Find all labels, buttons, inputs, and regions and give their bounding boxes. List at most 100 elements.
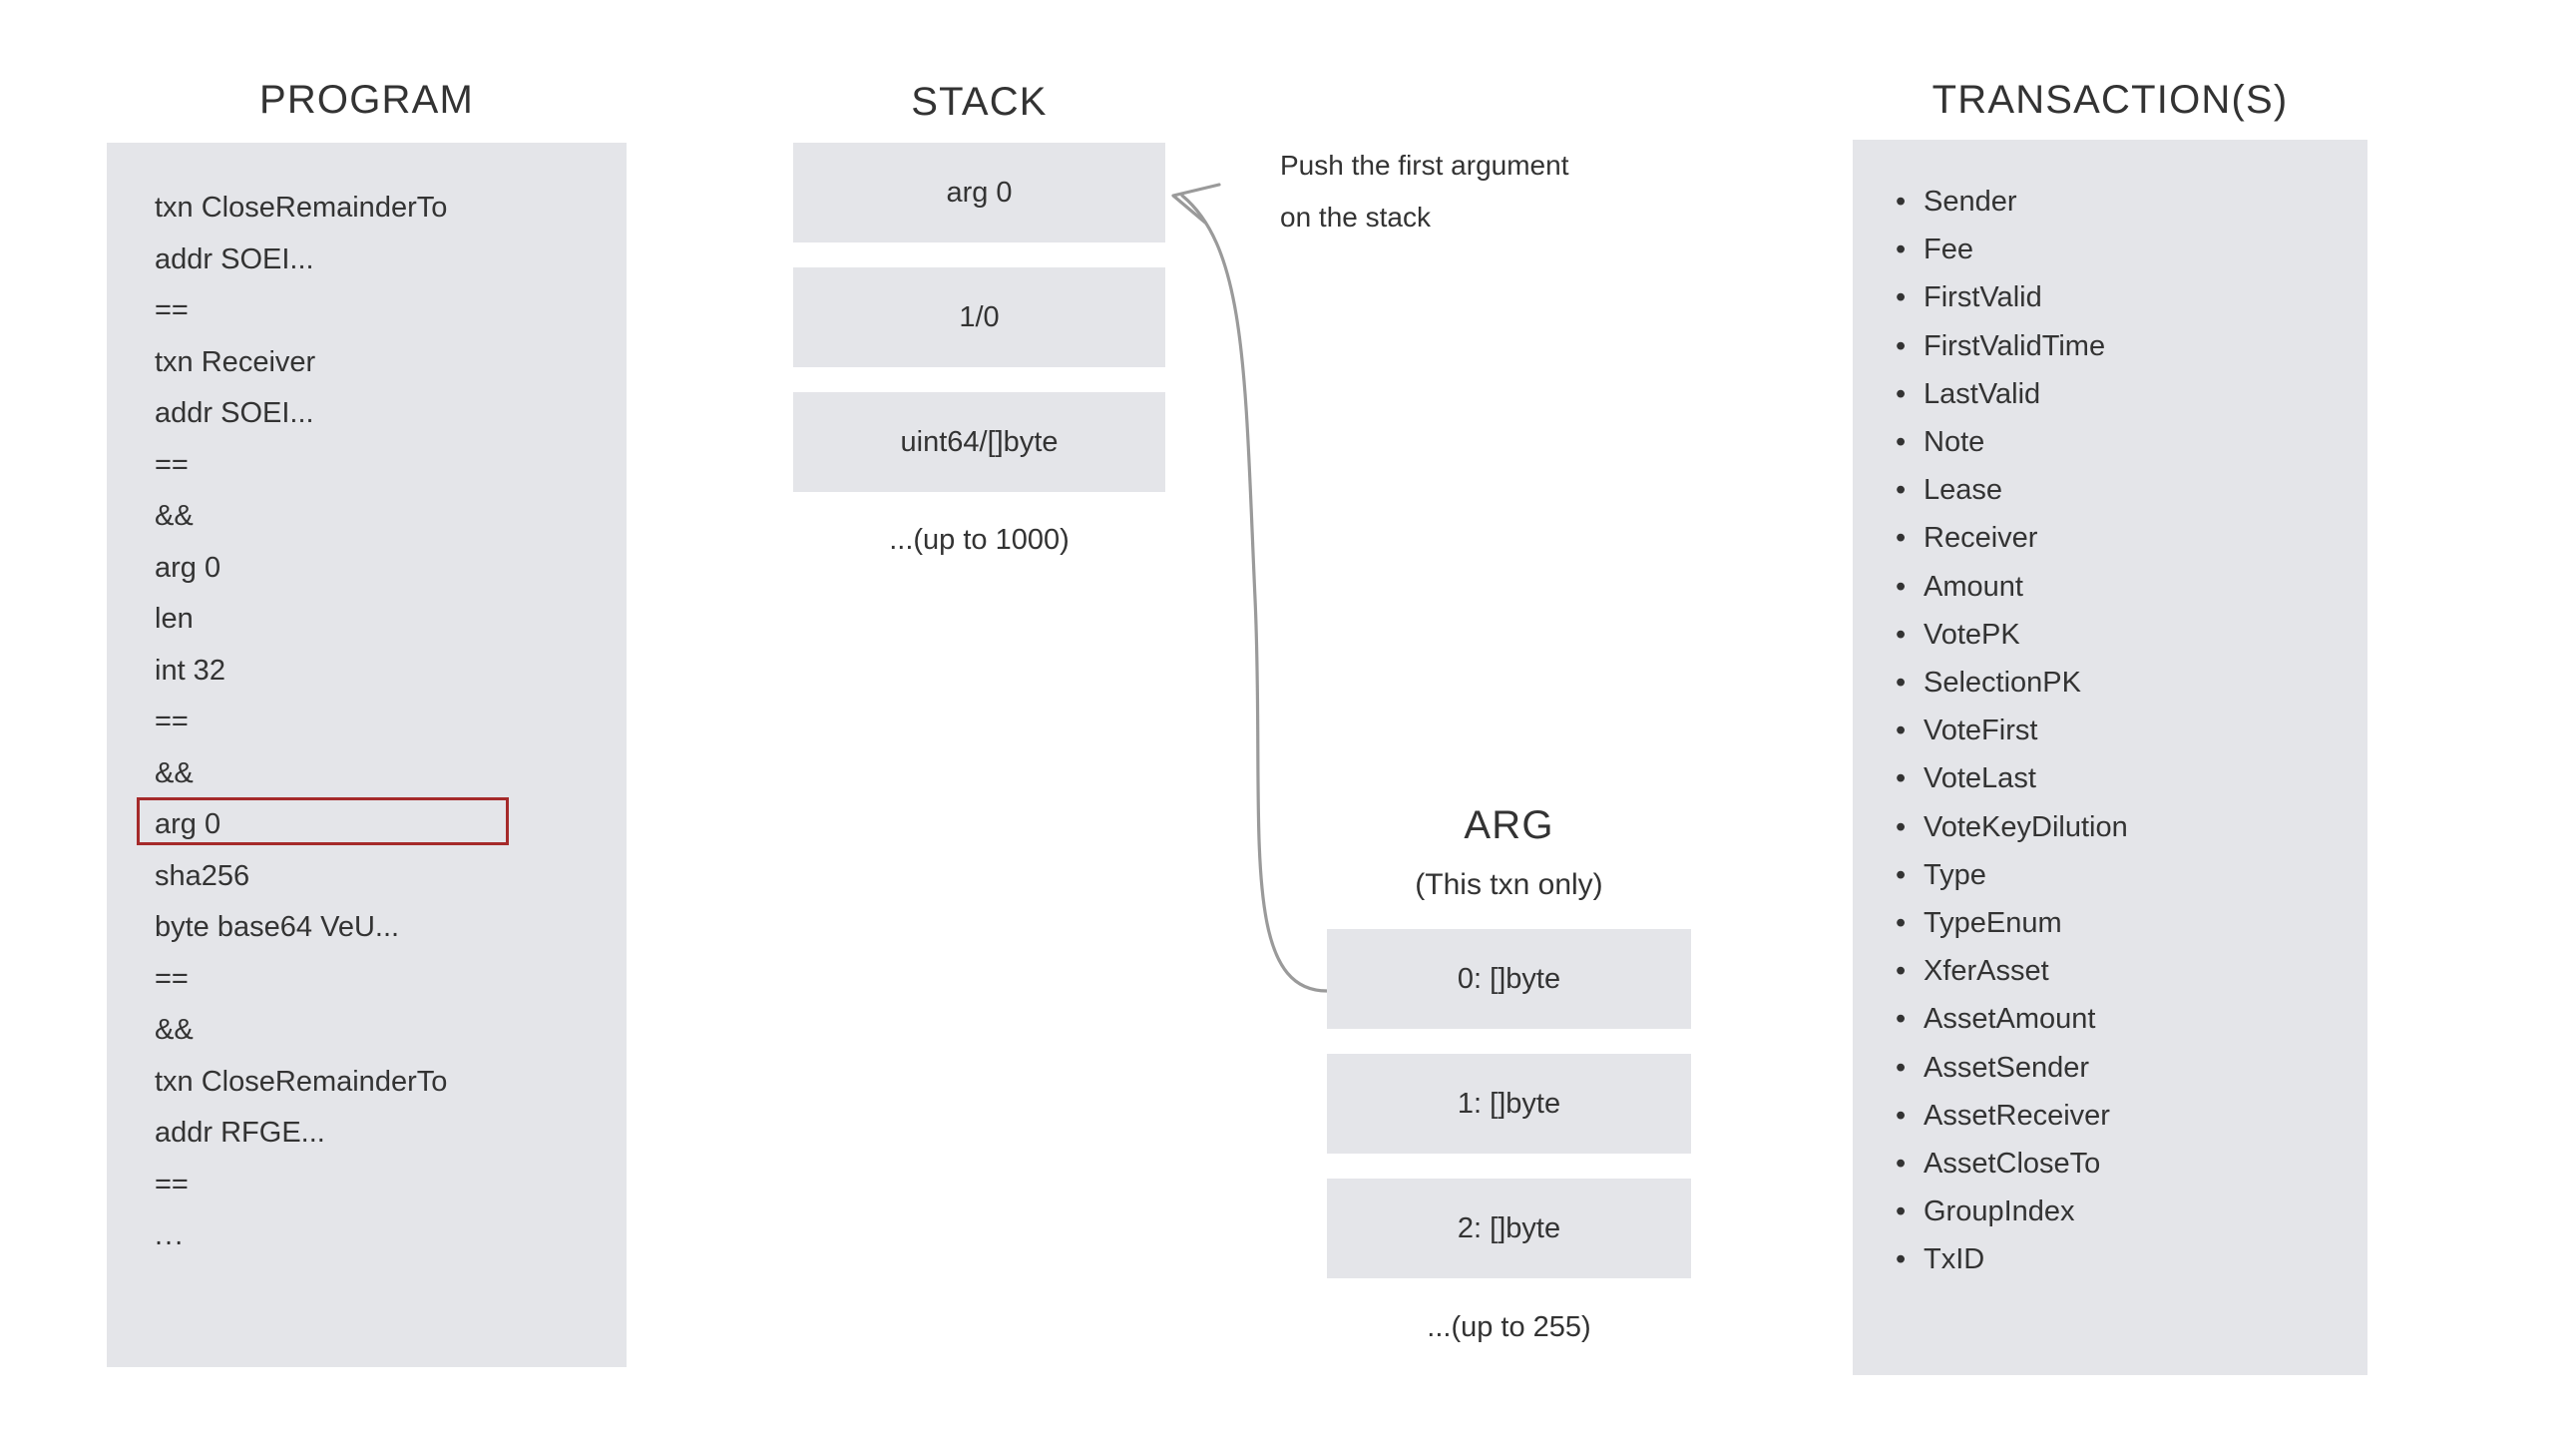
transaction-field-item: • Receiver: [1896, 514, 2355, 562]
transaction-field-item: •Fee: [1896, 226, 2355, 273]
arrow-curve-path: [1180, 194, 1329, 993]
transaction-field-item: • Note: [1896, 418, 2355, 466]
transaction-field-label: TxID: [1924, 1243, 1985, 1276]
bullet-icon: •: [1896, 715, 1907, 747]
stack-cell-1: 1/0: [793, 267, 1165, 367]
program-line: &&: [155, 500, 194, 532]
program-line: sha256: [155, 859, 250, 892]
bullet-icon: •: [1896, 570, 1907, 603]
transaction-field-item: • GroupIndex: [1896, 1188, 2355, 1235]
program-line: &&: [155, 756, 194, 789]
program-panel: [107, 143, 627, 1367]
bullet-icon: •: [1896, 1099, 1907, 1132]
transaction-field-label: FirstValid: [1924, 281, 2042, 314]
program-line: addr RFGE...: [155, 1117, 325, 1149]
arg-column-subtitle: (This txn only): [1415, 868, 1603, 901]
bullet-icon: •: [1896, 234, 1907, 266]
program-line: arg 0: [155, 551, 221, 584]
bullet-icon: •: [1896, 810, 1907, 843]
transaction-field-item: •AssetCloseTo: [1896, 1140, 2355, 1188]
bullet-icon: •: [1896, 474, 1907, 507]
transaction-field-item: • VotePK: [1896, 611, 2355, 659]
transaction-field-label: AssetAmount: [1924, 1003, 2096, 1036]
transaction-field-item: • Lease: [1896, 466, 2355, 514]
program-line-highlighted: arg 0: [137, 797, 574, 851]
transaction-field-label: AssetReceiver: [1924, 1099, 2110, 1132]
transactions-column-title: TRANSACTION(S): [1932, 78, 2289, 122]
transaction-field-item: • Type: [1896, 851, 2355, 899]
transaction-field-label: VoteLast: [1924, 762, 2036, 795]
program-line: txn CloseRemainderTo: [155, 1065, 448, 1098]
stack-column-title: STACK: [911, 80, 1048, 124]
transaction-field-label: GroupIndex: [1924, 1195, 2075, 1228]
stack-cell-0: arg 0: [793, 143, 1165, 242]
transaction-field-label: Sender: [1924, 186, 2017, 218]
transaction-field-item: • AssetAmount: [1896, 995, 2355, 1043]
push-annotation-line-2: on the stack: [1280, 202, 1431, 233]
program-column-title: PROGRAM: [258, 78, 475, 122]
transaction-field-item: • AssetReceiver: [1896, 1092, 2355, 1140]
bullet-icon: •: [1896, 618, 1907, 651]
bullet-icon: •: [1896, 281, 1907, 314]
transaction-field-label: TypeEnum: [1924, 907, 2062, 940]
transaction-field-item: • TxID: [1896, 1235, 2355, 1283]
program-line: txn Receiver: [155, 345, 316, 378]
bullet-icon: •: [1896, 329, 1907, 362]
transaction-field-item: •LastValid: [1896, 370, 2355, 418]
transaction-field-label: VoteKeyDilution: [1924, 810, 2128, 843]
program-line: addr SOEI...: [155, 242, 314, 275]
transaction-field-label: Note: [1924, 426, 1985, 459]
bullet-icon: •: [1896, 426, 1907, 459]
bullet-icon: •: [1896, 1195, 1907, 1228]
program-line: ==: [155, 1168, 189, 1200]
transaction-field-label: AssetCloseTo: [1924, 1148, 2101, 1181]
transaction-field-item: •SelectionPK: [1896, 659, 2355, 707]
transaction-field-label: Receiver: [1924, 522, 2038, 555]
program-line: byte base64 VeU...: [155, 911, 400, 943]
transaction-field-item: • AssetSender: [1896, 1044, 2355, 1092]
bullet-icon: •: [1896, 1051, 1907, 1084]
bullet-icon: •: [1896, 955, 1907, 988]
program-line: ==: [155, 448, 189, 481]
transaction-field-label: VoteFirst: [1924, 715, 2038, 747]
program-line: ==: [155, 962, 189, 995]
transaction-field-label: VotePK: [1924, 618, 2020, 651]
stack-overflow-label: ...(up to 1000): [889, 524, 1070, 556]
transaction-field-label: AssetSender: [1924, 1051, 2090, 1084]
arg-cell-2: 2: []byte: [1327, 1179, 1691, 1278]
transaction-field-item: • FirstValid: [1896, 273, 2355, 321]
transaction-field-label: Type: [1924, 858, 1986, 891]
bullet-icon: •: [1896, 186, 1907, 218]
bullet-icon: •: [1896, 858, 1907, 891]
bullet-icon: •: [1896, 762, 1907, 795]
transaction-field-label: SelectionPK: [1924, 667, 2081, 700]
arg-cell-1: 1: []byte: [1327, 1054, 1691, 1154]
bullet-icon: •: [1896, 907, 1907, 940]
transaction-field-item: • FirstValidTime: [1896, 322, 2355, 370]
transaction-field-item: • VoteFirst: [1896, 707, 2355, 754]
bullet-icon: •: [1896, 1003, 1907, 1036]
arg-column-title: ARG: [1464, 803, 1554, 847]
transaction-field-label: Lease: [1924, 474, 2003, 507]
program-line-text: arg 0: [155, 808, 221, 840]
push-annotation-line-1: Push the first argument: [1280, 150, 1569, 181]
program-line: int 32: [155, 654, 225, 687]
transactions-panel: [1853, 140, 2367, 1375]
program-line: txn CloseRemainderTo: [155, 192, 448, 224]
bullet-icon: •: [1896, 522, 1907, 555]
program-line: addr SOEI...: [155, 397, 314, 429]
bullet-icon: •: [1896, 1243, 1907, 1276]
program-line: len: [155, 603, 194, 635]
program-line: &&: [155, 1014, 194, 1046]
program-line: ==: [155, 294, 189, 326]
transaction-field-item: • TypeEnum: [1896, 899, 2355, 947]
transaction-field-item: • VoteLast: [1896, 754, 2355, 802]
transaction-field-label: FirstValidTime: [1924, 329, 2106, 362]
program-line: ==: [155, 706, 189, 737]
transaction-field-list: •Sender•Fee•FirstValid•FirstValidTime•La…: [1896, 178, 2355, 1284]
push-annotation: Push the first argument on the stack: [1280, 140, 1699, 243]
transaction-field-label: Amount: [1924, 570, 2023, 603]
program-instruction-list: txn CloseRemainderTo addr SOEI... == txn Re…: [137, 183, 574, 1262]
stack-cell-2: uint64/[]byte: [793, 392, 1165, 492]
